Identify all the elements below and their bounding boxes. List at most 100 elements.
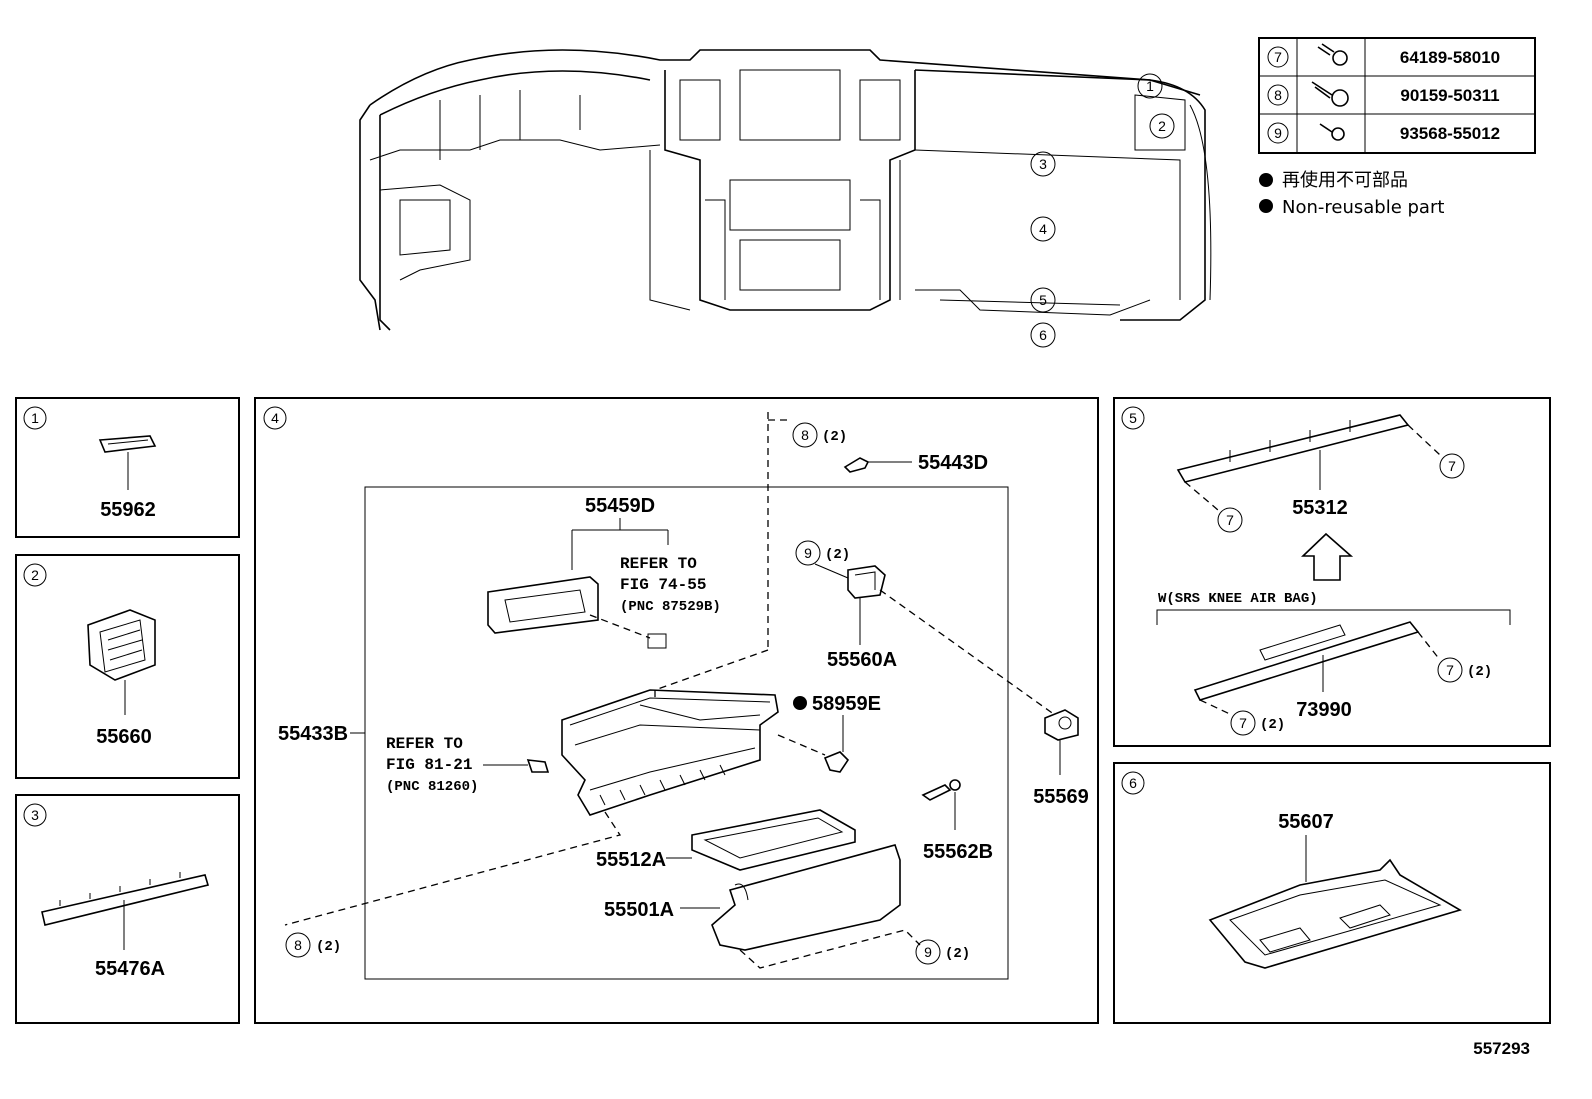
callout-9-lower[interactable]: 9 (2) bbox=[915, 939, 970, 965]
svg-text:8: 8 bbox=[294, 937, 302, 953]
part-label-55569: 55569 bbox=[1033, 786, 1089, 808]
trim-part-55476A[interactable] bbox=[41, 872, 210, 926]
refer2-line3: (PNC 81260) bbox=[386, 779, 478, 795]
svg-text:3: 3 bbox=[1039, 156, 1047, 172]
pin-part-55562B[interactable] bbox=[921, 779, 961, 801]
callout-7-b[interactable]: 7 bbox=[1217, 507, 1243, 533]
part-label-73990: 73990 bbox=[1296, 699, 1352, 721]
glovebox-housing-55433B[interactable] bbox=[561, 689, 779, 816]
fastener-row-9: 9 93568-55012 bbox=[1267, 122, 1500, 144]
overview-callout-2[interactable]: 2 bbox=[1149, 113, 1175, 139]
part-label-55607: 55607 bbox=[1278, 811, 1334, 833]
part-label-55433B: 55433B bbox=[278, 723, 348, 745]
panel-4: 4 8 (2) 55443D 55459D REFER TO FIG 74-55… bbox=[254, 397, 1099, 1024]
svg-text:7: 7 bbox=[1239, 715, 1247, 731]
svg-text:1: 1 bbox=[1146, 78, 1154, 94]
overview-callout-1[interactable]: 1 bbox=[1137, 73, 1163, 99]
srs-knee-airbag-note: W(SRS KNEE AIR BAG) bbox=[1158, 591, 1318, 607]
svg-text:(2): (2) bbox=[1260, 717, 1285, 733]
screw-icon bbox=[1319, 123, 1345, 141]
legend-jp: 再使用不可部品 bbox=[1282, 170, 1408, 191]
svg-text:90159-50311: 90159-50311 bbox=[1400, 86, 1499, 105]
panel-6: 6 55607 bbox=[1113, 762, 1551, 1024]
non-reusable-bullet-icon bbox=[793, 696, 807, 710]
lamp-part[interactable] bbox=[526, 759, 550, 773]
bullet-icon bbox=[1259, 199, 1273, 213]
part-label-55501A: 55501A bbox=[604, 899, 674, 921]
callout-7-a[interactable]: 7 bbox=[1439, 453, 1465, 479]
refer1-line3: (PNC 87529B) bbox=[620, 599, 721, 615]
overview-callout-6[interactable]: 6 bbox=[1030, 322, 1056, 348]
damper-part-55569[interactable] bbox=[1044, 709, 1079, 741]
svg-text:(2): (2) bbox=[822, 429, 847, 445]
bracket-part-55560A[interactable] bbox=[847, 565, 886, 599]
fastener-table bbox=[1258, 37, 1536, 154]
svg-text:(2): (2) bbox=[945, 946, 970, 962]
callout-7-c[interactable]: 7 (2) bbox=[1437, 657, 1492, 683]
clip-part-55443D[interactable] bbox=[843, 457, 870, 473]
part-label-55560A: 55560A bbox=[827, 649, 897, 671]
panel-2: 2 55660 bbox=[15, 554, 240, 779]
svg-text:5: 5 bbox=[1039, 292, 1047, 308]
fastener-row-8: 8 90159-50311 bbox=[1267, 81, 1500, 107]
arrow-up-icon bbox=[1301, 532, 1354, 581]
screw-icon bbox=[1311, 81, 1349, 107]
svg-text:6: 6 bbox=[1039, 327, 1047, 343]
refer2-line2: FIG 81-21 bbox=[386, 756, 472, 774]
callout-8-top[interactable]: 8 (2) bbox=[792, 422, 847, 448]
svg-text:4: 4 bbox=[1039, 221, 1047, 237]
retainer-part-55312[interactable] bbox=[1176, 414, 1410, 483]
refer2-line1: REFER TO bbox=[386, 735, 463, 753]
svg-text:9: 9 bbox=[1274, 125, 1282, 141]
part-label-55459D: 55459D bbox=[585, 495, 655, 517]
part-label-55562B: 55562B bbox=[923, 841, 993, 863]
panel-3: 3 55476A bbox=[15, 794, 240, 1024]
panel-5: 5 7 7 55312 W(SRS KNEE AIR BAG) bbox=[1113, 397, 1551, 747]
bullet-icon bbox=[1259, 173, 1273, 187]
instrument-panel-illustration bbox=[359, 49, 1212, 331]
svg-text:1: 1 bbox=[31, 410, 39, 426]
fastener-row-7: 7 64189-58010 bbox=[1267, 43, 1500, 68]
overview-callout-4[interactable]: 4 bbox=[1030, 216, 1056, 242]
svg-text:7: 7 bbox=[1274, 49, 1282, 65]
svg-text:8: 8 bbox=[801, 427, 809, 443]
door-part-55501A[interactable] bbox=[711, 844, 901, 951]
legend: 再使用不可部品 Non-reusable part bbox=[1259, 170, 1444, 218]
overview-callout-5[interactable]: 5 bbox=[1030, 287, 1056, 313]
stopper-part-58959E[interactable] bbox=[823, 751, 850, 773]
part-label-55312: 55312 bbox=[1292, 497, 1348, 519]
callout-7-d[interactable]: 7 (2) bbox=[1230, 710, 1285, 736]
callout-8-bottom[interactable]: 8 (2) bbox=[285, 932, 341, 958]
part-label-55962: 55962 bbox=[100, 499, 156, 521]
legend-en: Non-reusable part bbox=[1282, 197, 1444, 218]
svg-text:(2): (2) bbox=[825, 547, 850, 563]
overview-callout-3[interactable]: 3 bbox=[1030, 151, 1056, 177]
callout-9-upper[interactable]: 9 (2) bbox=[795, 540, 850, 566]
svg-text:7: 7 bbox=[1226, 512, 1234, 528]
switch-part-55459D[interactable] bbox=[487, 576, 599, 634]
svg-text:93568-55012: 93568-55012 bbox=[1400, 124, 1500, 143]
refer1-line2: FIG 74-55 bbox=[620, 576, 706, 594]
svg-text:(2): (2) bbox=[316, 939, 341, 955]
svg-text:(2): (2) bbox=[1467, 664, 1492, 680]
part-label-55512A: 55512A bbox=[596, 849, 666, 871]
svg-text:7: 7 bbox=[1448, 458, 1456, 474]
svg-text:4: 4 bbox=[271, 410, 279, 426]
airbag-part-73990[interactable] bbox=[1193, 621, 1420, 701]
cover-part-55607[interactable] bbox=[1208, 858, 1462, 969]
frame-part-55512A[interactable] bbox=[691, 809, 856, 871]
refer1-line1: REFER TO bbox=[620, 555, 697, 573]
svg-text:6: 6 bbox=[1129, 775, 1137, 791]
panel-1: 1 55962 bbox=[15, 397, 240, 538]
vent-part-55660[interactable] bbox=[87, 609, 156, 681]
svg-text:8: 8 bbox=[1274, 87, 1282, 103]
part-label-55476A: 55476A bbox=[95, 958, 165, 980]
svg-text:2: 2 bbox=[1158, 118, 1166, 134]
bolt-icon bbox=[1317, 43, 1348, 66]
vent-part-55962[interactable] bbox=[98, 435, 157, 453]
figure-id: 557293 bbox=[1473, 1039, 1530, 1058]
svg-text:3: 3 bbox=[31, 807, 39, 823]
part-label-55443D: 55443D bbox=[918, 452, 988, 474]
svg-text:64189-58010: 64189-58010 bbox=[1400, 48, 1500, 67]
